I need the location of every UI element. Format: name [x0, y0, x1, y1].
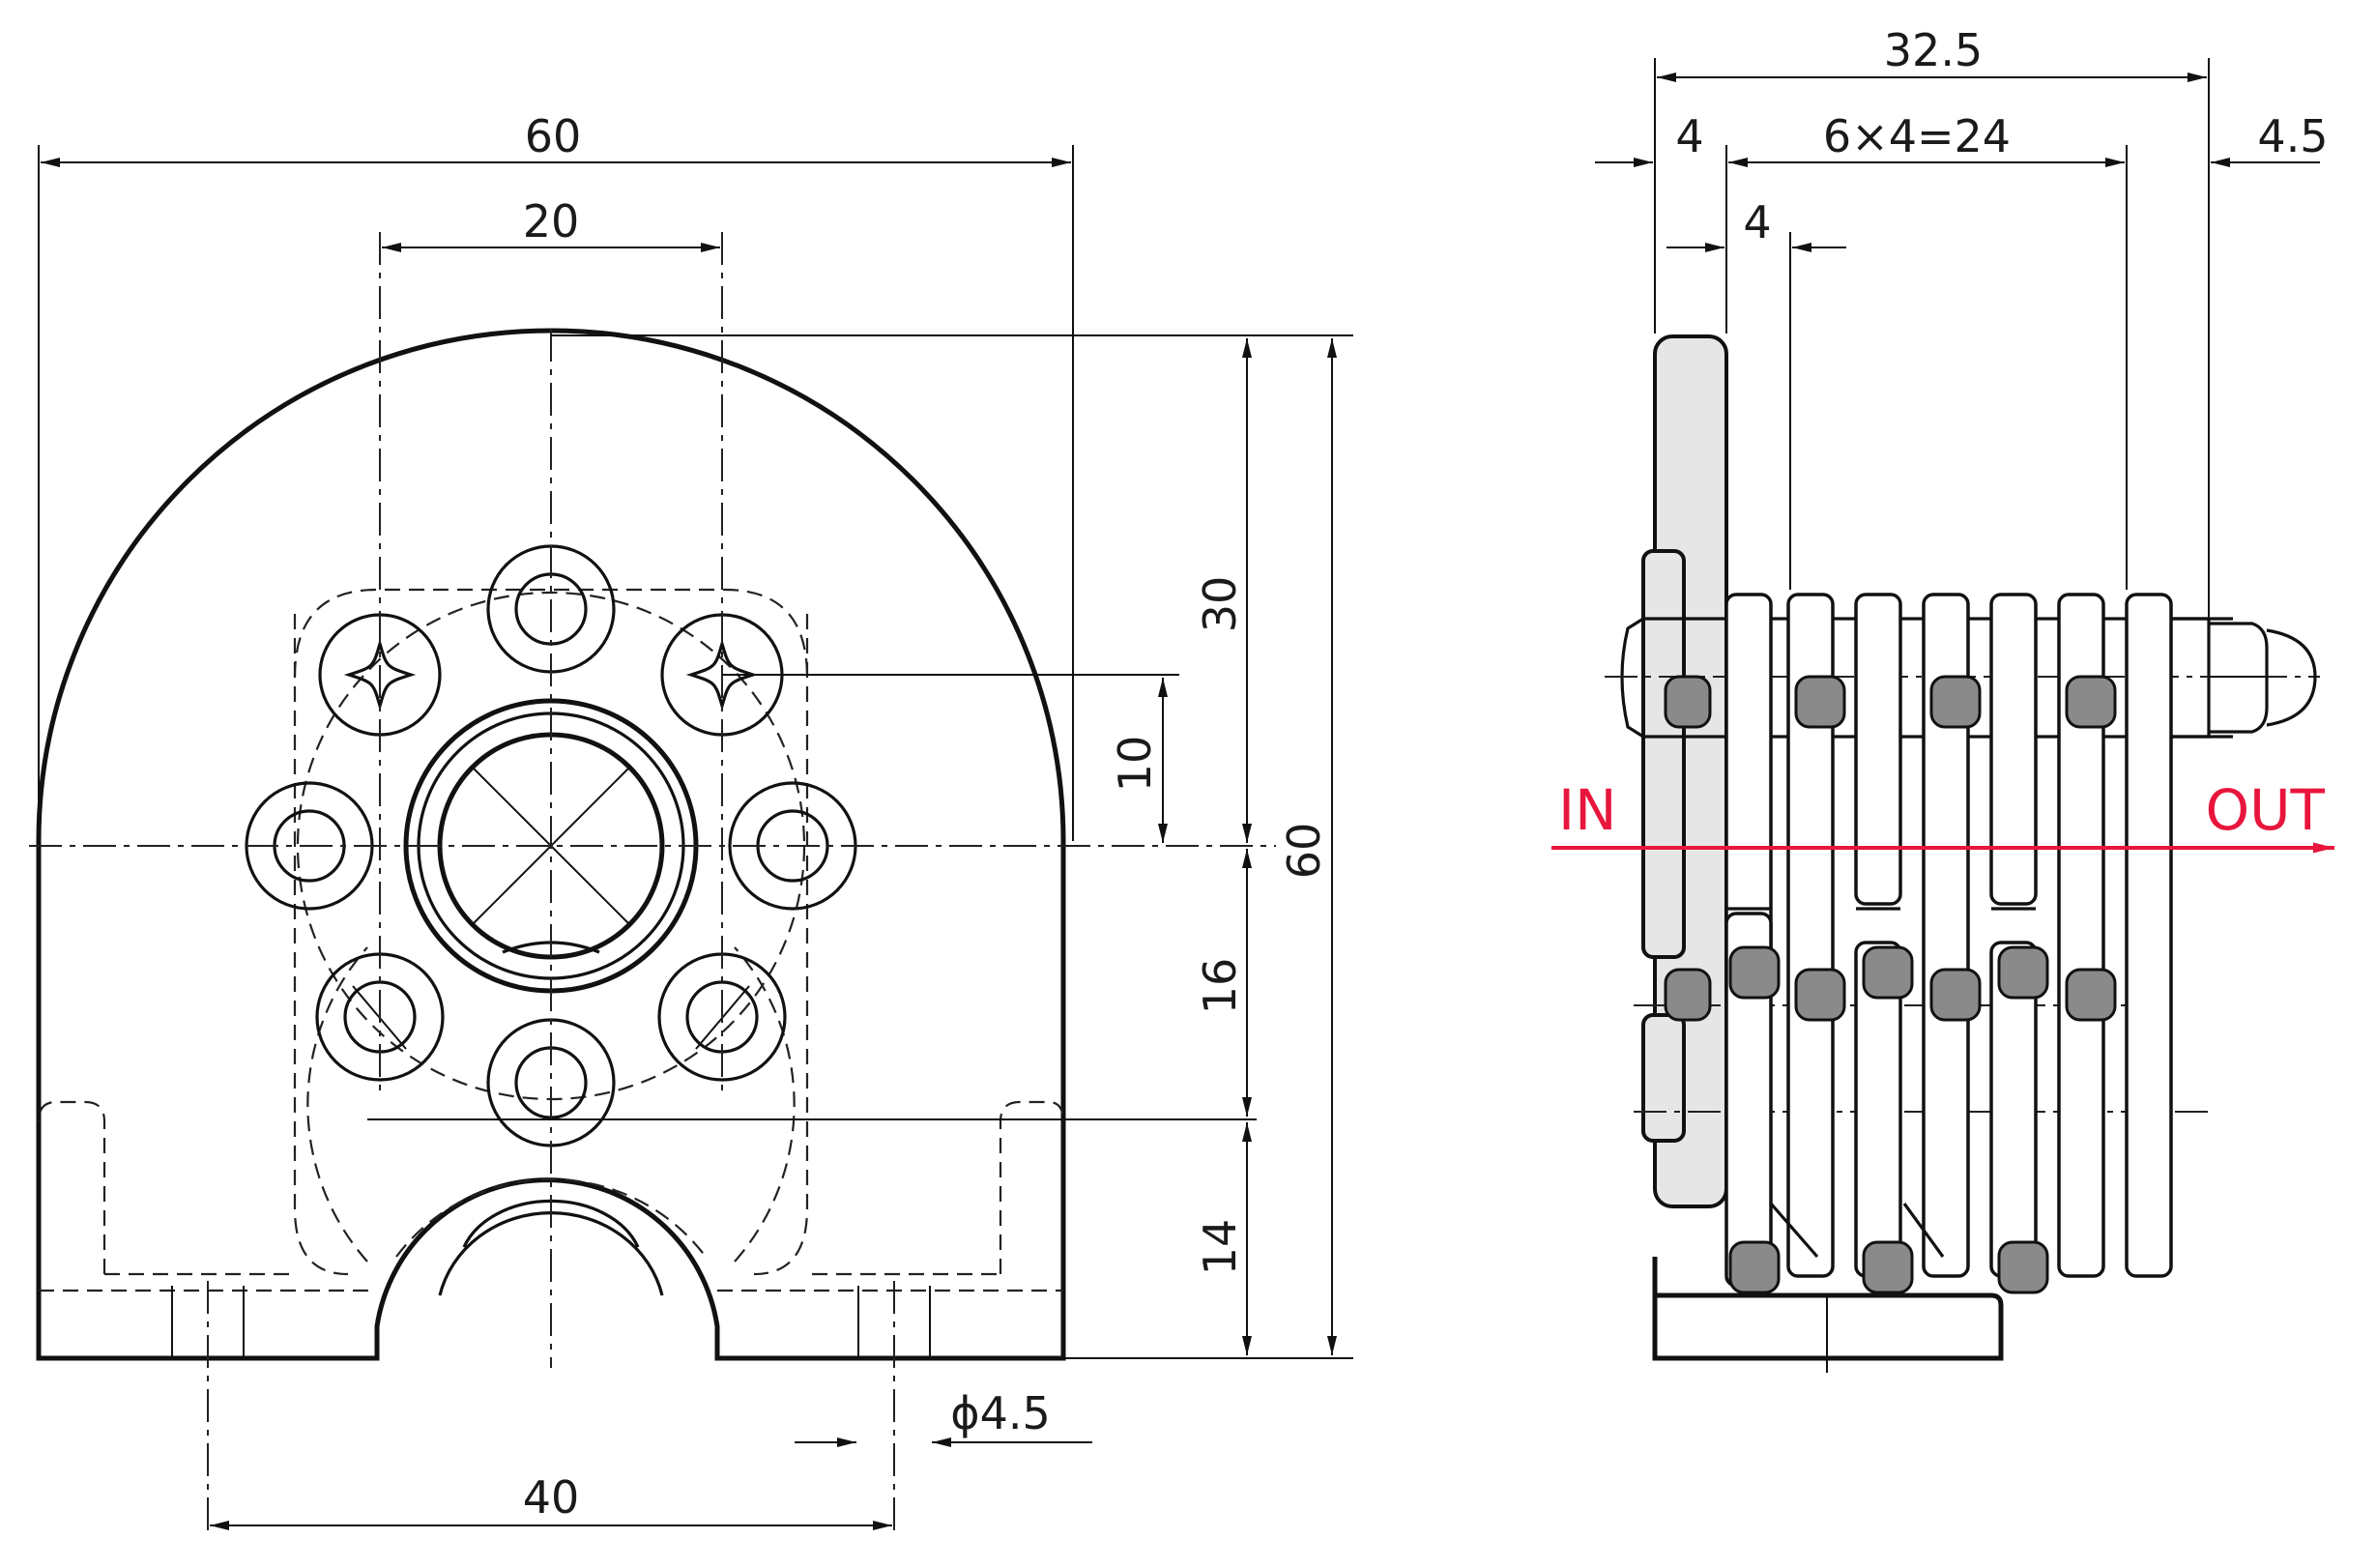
dim-4-pitch: 4: [1743, 196, 1771, 248]
dim-4-plate: 4: [1675, 110, 1703, 162]
dim-32-5: 32.5: [1884, 24, 1983, 76]
dim-nut-length: 4.5: [2211, 110, 2329, 167]
out-label: OUT: [2205, 777, 2325, 843]
dim-hole-spacing: 20: [382, 195, 720, 252]
dim-14: 14: [1194, 1219, 1246, 1276]
dim-mount-spacing: 40: [210, 1471, 892, 1530]
dim-20: 20: [523, 195, 580, 247]
dim-overall-width: 60: [38, 110, 1074, 841]
side-view: IN OUT 32.5 4 6×4=24 4.5: [1551, 24, 2334, 1373]
dim-bottom-height: 14: [1194, 1122, 1252, 1355]
dim-6x4-24: 6×4=24: [1823, 110, 2011, 162]
dim-overall-height: 60: [1278, 338, 1337, 1355]
dim-pitch: 4: [1666, 196, 1846, 252]
dim-mid-height: 16: [1194, 849, 1252, 1117]
dim-plate-thickness: 4: [1595, 110, 1704, 167]
dim-16: 16: [1194, 958, 1246, 1015]
dim-30: 30: [1194, 576, 1246, 633]
dim-overall-length: 32.5: [1657, 24, 2207, 82]
dim-60-width: 60: [525, 110, 582, 162]
dim-40: 40: [523, 1471, 580, 1524]
hex-nut: [2171, 617, 2317, 739]
dim-offset-10: 10: [1109, 678, 1168, 843]
stack-plates: [1724, 593, 2173, 1288]
mount-hole-lines: [171, 1281, 931, 1537]
dim-4-5: 4.5: [2257, 110, 2328, 162]
o-rings: [1664, 675, 2117, 1294]
front-view: 60 20 30 10 16 14: [29, 110, 1353, 1537]
base-bracket: [1652, 1292, 2004, 1361]
dim-mount-hole: ϕ4.5: [795, 1387, 1092, 1447]
in-label: IN: [1558, 777, 1617, 843]
dim-60-height: 60: [1278, 823, 1330, 880]
dim-phi-4-5: ϕ4.5: [950, 1387, 1051, 1439]
dim-10: 10: [1109, 736, 1161, 793]
dim-upper-height: 30: [1194, 338, 1252, 843]
hidden-base-lines: [37, 588, 1065, 1292]
flow-indicator: IN OUT: [1551, 777, 2334, 854]
dim-stack: 6×4=24: [1728, 110, 2125, 167]
